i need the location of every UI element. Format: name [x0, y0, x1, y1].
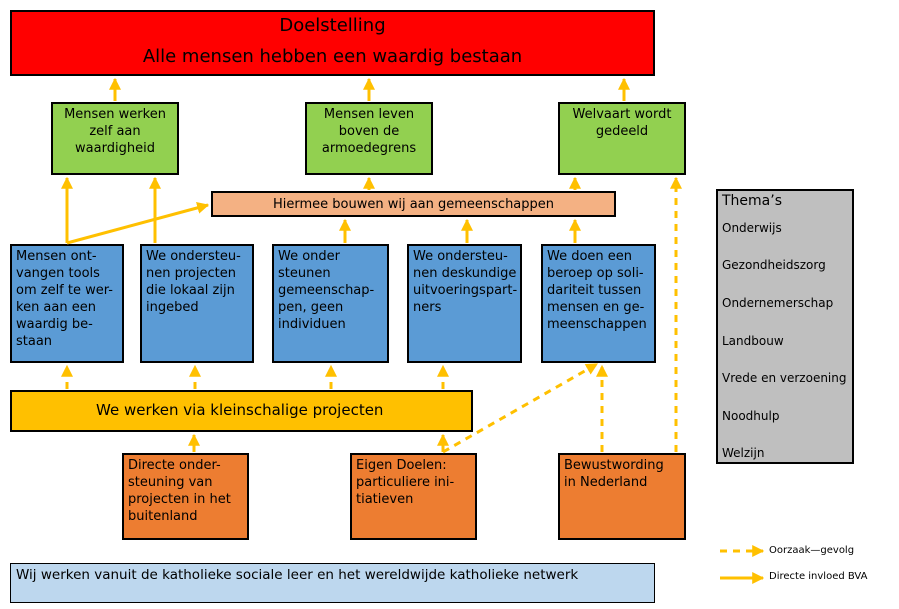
approach-label: We doen een beroep op soli- dariteit tus…	[547, 249, 647, 332]
foundation-label: Wij werken vanuit de katholieke sociale …	[16, 567, 579, 583]
small-projects-label: We werken via kleinschalige projecten	[96, 401, 384, 419]
outcome-box-self-dignity: Mensen werken zelf aan waardigheid	[51, 102, 179, 175]
outcome-box-above-poverty: Mensen leven boven de armoedegrens	[305, 102, 433, 175]
goal-title: Doelstelling	[279, 15, 386, 36]
outcome-label: Mensen leven boven de armoedegrens	[321, 107, 417, 156]
goal-subtitle: Alle mensen hebben een waardig bestaan	[142, 46, 523, 67]
source-box-direct-support: Directe onder- steuning van projecten in…	[122, 453, 249, 540]
approach-label: We ondersteu- nen projecten die lokaal z…	[146, 249, 241, 315]
approach-box-expert-partners: We ondersteu- nen deskundige uitvoerings…	[407, 244, 522, 363]
theme-item: Gezondheidszorg	[722, 258, 826, 272]
theme-item: Onderwijs	[722, 221, 782, 235]
foundation-bar: Wij werken vanuit de katholieke sociale …	[10, 563, 655, 603]
outcome-box-shared-prosperity: Welvaart wordt gedeeld	[558, 102, 686, 175]
outcome-label: Mensen werken zelf aan waardigheid	[64, 107, 166, 156]
legend-dashed-label: Oorzaak—gevolg	[769, 545, 855, 556]
approach-label: We onder steunen gemeenschap- pen, geen …	[278, 249, 375, 332]
approach-box-communities: We onder steunen gemeenschap- pen, geen …	[272, 244, 389, 363]
source-box-awareness: Bewustwording in Nederland	[558, 453, 686, 540]
themes-title: Thema’s	[722, 193, 782, 209]
legend-solid-label: Directe invloed BVA	[769, 571, 868, 582]
approach-box-local-projects: We ondersteu- nen projecten die lokaal z…	[140, 244, 254, 363]
approach-label: We ondersteu- nen deskundige uitvoerings…	[413, 249, 518, 315]
source-label: Bewustwording in Nederland	[564, 458, 664, 490]
source-label: Eigen Doelen: particuliere ini- tiatieve…	[356, 458, 455, 507]
approach-box-tools: Mensen ont- vangen tools om zelf te wer-…	[10, 244, 124, 363]
community-bar: Hiermee bouwen wij aan gemeenschappen	[211, 191, 616, 217]
theme-item: Ondernemerschap	[722, 296, 834, 310]
small-projects-bar: We werken via kleinschalige projecten	[10, 390, 473, 432]
theme-item: Welzijn	[722, 446, 765, 460]
arrow-solid	[66, 202, 210, 245]
themes-panel: Thema’s Onderwijs Gezondheidszorg Ondern…	[716, 189, 854, 464]
source-label: Directe onder- steuning van projecten in…	[128, 458, 231, 524]
theme-item: Vrede en verzoening	[722, 371, 847, 385]
approach-label: Mensen ont- vangen tools om zelf te wer-…	[16, 249, 113, 349]
approach-box-solidarity: We doen een beroep op soli- dariteit tus…	[541, 244, 656, 363]
goal-box: Doelstelling Alle mensen hebben een waar…	[10, 10, 655, 76]
theme-item: Landbouw	[722, 334, 784, 348]
source-box-own-goals: Eigen Doelen: particuliere ini- tiatieve…	[350, 453, 477, 540]
outcome-label: Welvaart wordt gedeeld	[572, 107, 672, 139]
community-bar-label: Hiermee bouwen wij aan gemeenschappen	[272, 197, 555, 212]
theme-item: Noodhulp	[722, 409, 780, 423]
